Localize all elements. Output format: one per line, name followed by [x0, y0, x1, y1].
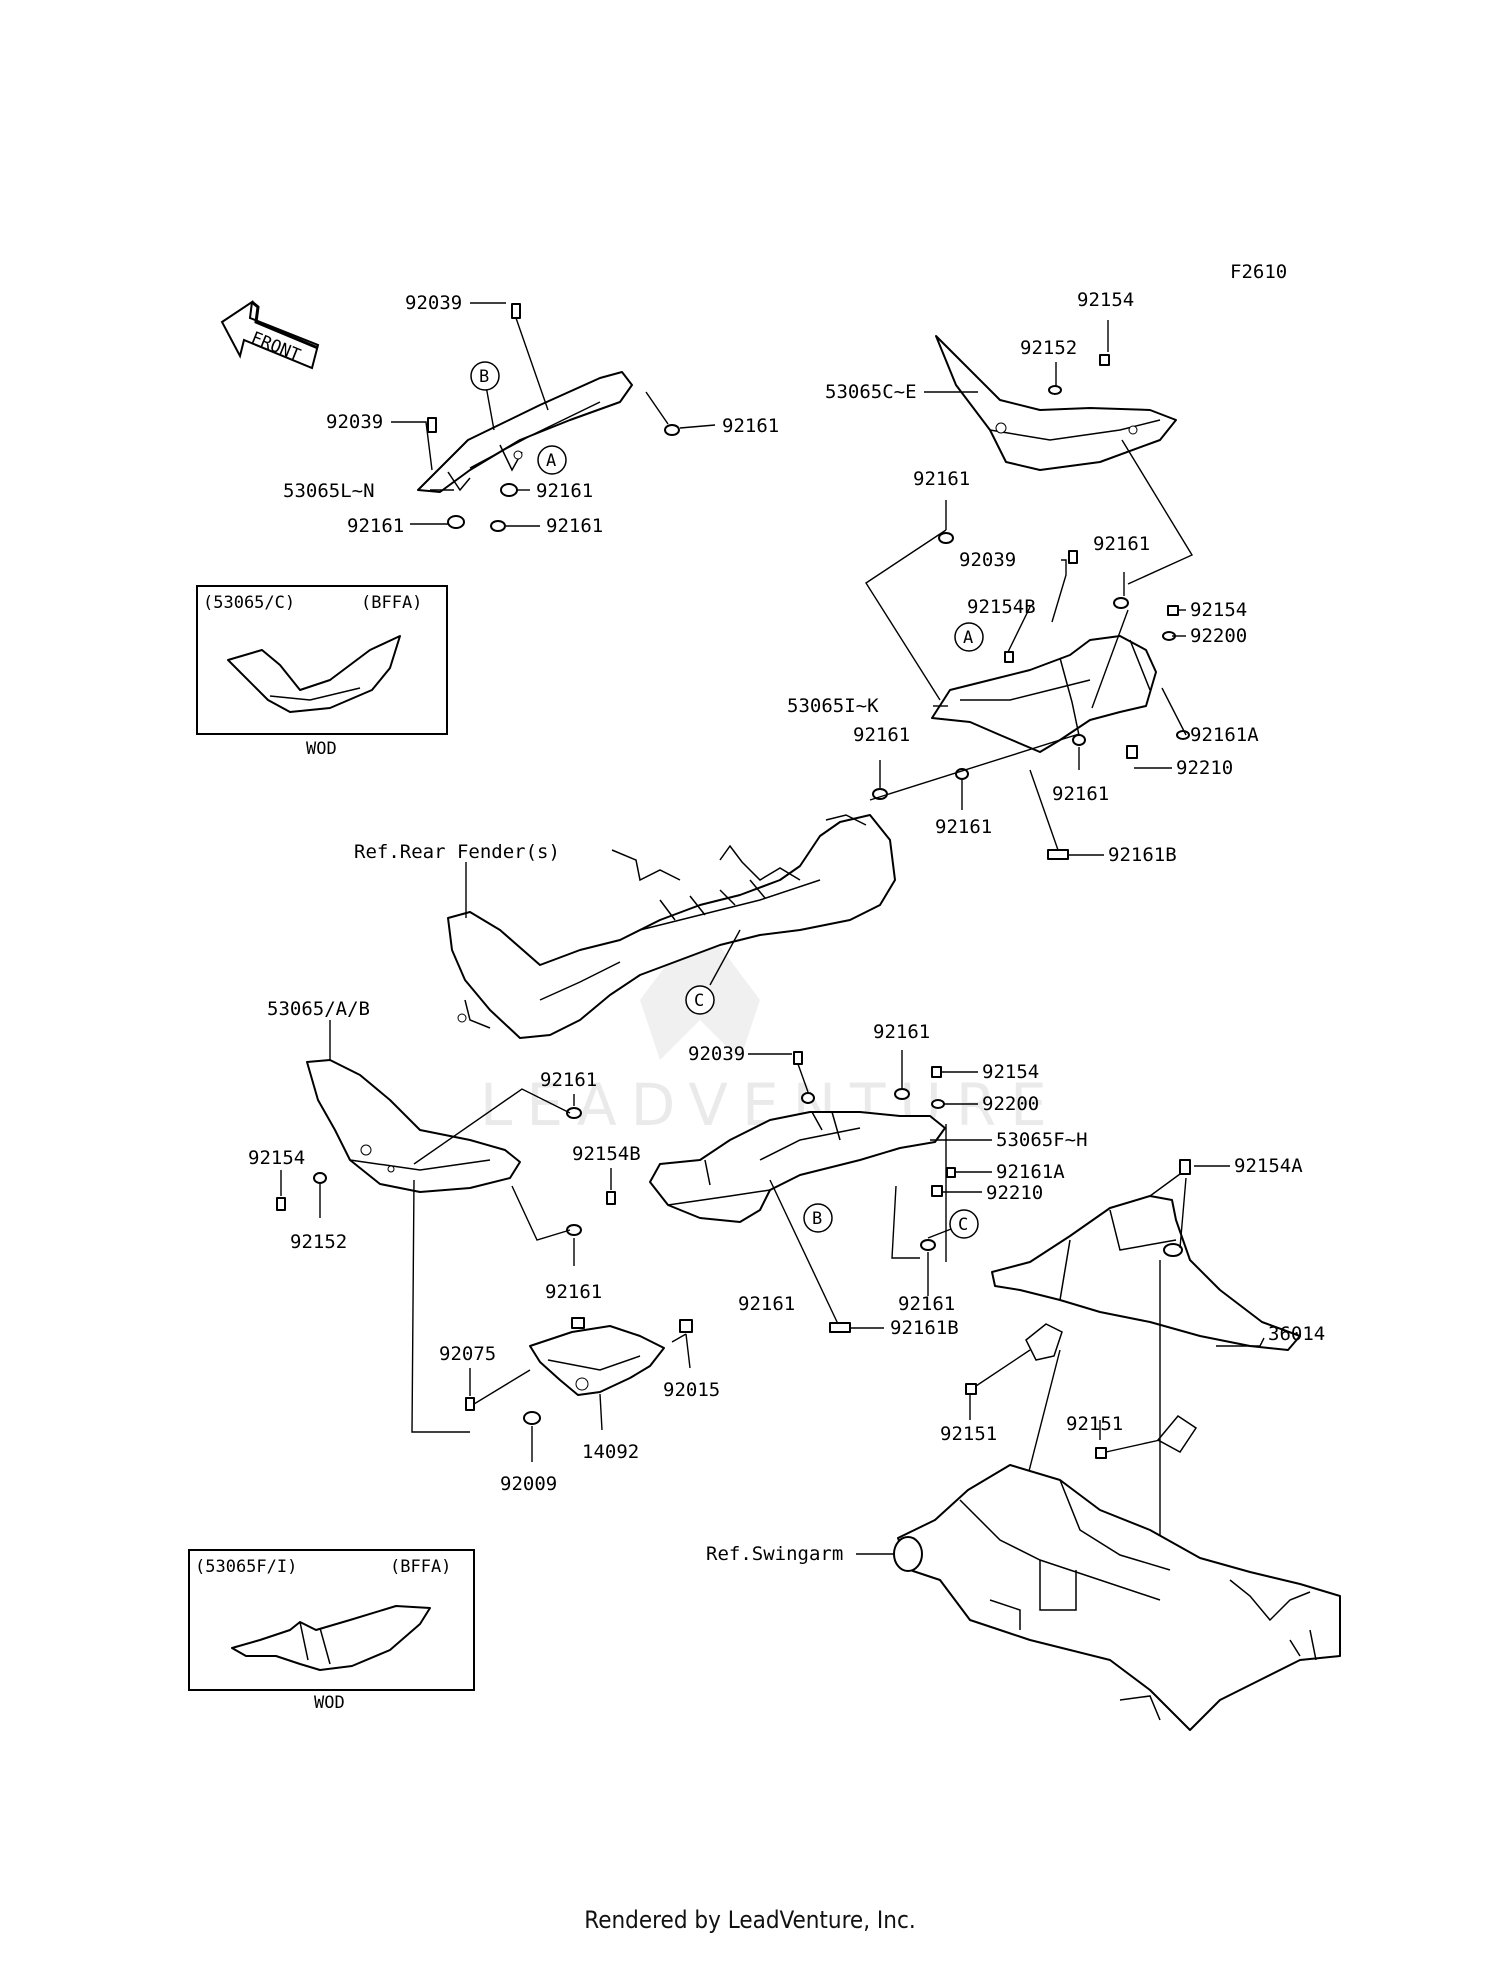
label-53065I-K: 53065I~K [787, 695, 879, 717]
ref-swingarm: Ref.Swingarm [706, 1543, 843, 1565]
label-53065C-E: 53065C~E [825, 381, 917, 403]
svg-text:A: A [546, 451, 556, 471]
callout-c-fender: C [685, 985, 715, 1015]
label-92154B-l: 92154B [572, 1143, 641, 1165]
label-92161-m3: 92161 [853, 724, 910, 746]
cover-53065I-K [931, 635, 1157, 759]
label-92154-top: 92154 [1077, 289, 1134, 311]
svg-text:C: C [694, 991, 704, 1011]
inset-2-code: (53065F/I) [195, 1557, 297, 1577]
label-92200-m: 92200 [1190, 625, 1247, 647]
label-92154-m: 92154 [1190, 599, 1247, 621]
leader-lines-middle [869, 559, 1187, 856]
label-14092: 14092 [582, 1441, 639, 1463]
label-92039-m: 92039 [959, 549, 1016, 571]
cover-53065F-H [649, 1111, 946, 1223]
leader-lines-top-left [391, 302, 716, 527]
fasteners-top-left [427, 303, 680, 532]
label-53065F-H: 53065F~H [996, 1129, 1088, 1151]
label-92151-b: 92151 [1066, 1413, 1123, 1435]
inset-2-variant: (BFFA) [390, 1557, 451, 1577]
leader-lines-bracket [469, 1333, 691, 1462]
figure-code: F2610 [1230, 261, 1287, 283]
label-92009: 92009 [500, 1473, 557, 1495]
label-92161-l2: 92161 [545, 1281, 602, 1303]
label-92161A-m: 92161A [1190, 724, 1259, 746]
label-92161-l1: 92161 [540, 1069, 597, 1091]
inset-53065C: (53065/C) (BFFA) WOD [196, 585, 448, 759]
label-92161-l3: 92161 [873, 1021, 930, 1043]
label-92152-top: 92152 [1020, 337, 1077, 359]
inset-1-code: (53065/C) [203, 593, 295, 613]
label-92200-l: 92200 [982, 1093, 1039, 1115]
svg-text:B: B [479, 367, 489, 387]
svg-text:C: C [958, 1215, 968, 1235]
label-53065-A-B: 53065/A/B [267, 998, 370, 1020]
cover-53065C-E [935, 335, 1177, 471]
inset-1-caption: WOD [306, 739, 337, 759]
front-arrow-icon: FRONT [220, 299, 320, 370]
label-92039-top-1: 92039 [405, 292, 462, 314]
leader-lines-top-right [865, 320, 1194, 701]
fasteners-lower-middle [793, 1051, 956, 1333]
label-92152-l: 92152 [290, 1231, 347, 1253]
label-92161-l4: 92161 [738, 1293, 795, 1315]
svg-text:A: A [963, 628, 973, 648]
chain-guard-36014 [965, 1159, 1301, 1459]
label-92161-l5: 92161 [898, 1293, 955, 1315]
callout-a-middle: A [954, 622, 984, 652]
label-92161-top-3: 92161 [546, 515, 603, 537]
swingarm [893, 1464, 1341, 1731]
callout-c-lower: C [949, 1209, 979, 1239]
label-92075: 92075 [439, 1343, 496, 1365]
label-92210-l: 92210 [986, 1182, 1043, 1204]
watermark: LEADVENTURE [480, 920, 1047, 1139]
fasteners-lower-left [276, 1107, 616, 1236]
label-92154-l1: 92154 [248, 1147, 305, 1169]
label-92161-m2: 92161 [1093, 533, 1150, 555]
inset-1-variant: (BFFA) [361, 593, 422, 613]
label-92161-top-1: 92161 [722, 415, 779, 437]
label-92161-m4: 92161 [1052, 783, 1109, 805]
svg-text:B: B [812, 1209, 822, 1229]
footer-credit: Rendered by LeadVenture, Inc. [584, 1906, 916, 1934]
inset-2-caption: WOD [314, 1693, 345, 1713]
inset-53065F: (53065F/I) (BFFA) WOD [188, 1549, 475, 1713]
callout-b-lower: B [803, 1203, 833, 1233]
ref-rear-fender: Ref.Rear Fender(s) [354, 841, 560, 863]
label-92154A: 92154A [1234, 1155, 1303, 1177]
callout-b-top: B [470, 361, 500, 391]
label-92154B-m: 92154B [967, 596, 1036, 618]
label-92161-m5: 92161 [935, 816, 992, 838]
callout-a-top: A [537, 445, 567, 475]
seat-cover-top-left [417, 371, 633, 493]
label-92039-top-2: 92039 [326, 411, 383, 433]
label-92161A-l: 92161A [996, 1161, 1065, 1183]
label-53065L-N: 53065L~N [283, 480, 375, 502]
leader-callout-c-fender [709, 929, 741, 986]
label-92039-l: 92039 [688, 1043, 745, 1065]
leader-lines-lower-left [280, 1020, 612, 1433]
label-92161B-m: 92161B [1108, 844, 1177, 866]
label-92161-m1: 92161 [913, 468, 970, 490]
label-92154-l2: 92154 [982, 1061, 1039, 1083]
label-92015: 92015 [663, 1379, 720, 1401]
label-92161-top-2: 92161 [536, 480, 593, 502]
label-92210-m: 92210 [1176, 757, 1233, 779]
label-36014: 36014 [1268, 1323, 1325, 1345]
bracket-14092 [465, 1317, 693, 1425]
label-92151-a: 92151 [940, 1423, 997, 1445]
label-92161B-l: 92161B [890, 1317, 959, 1339]
cover-53065-A-B [306, 1059, 521, 1193]
rear-fender [447, 814, 896, 1039]
label-92161-top-4: 92161 [347, 515, 404, 537]
